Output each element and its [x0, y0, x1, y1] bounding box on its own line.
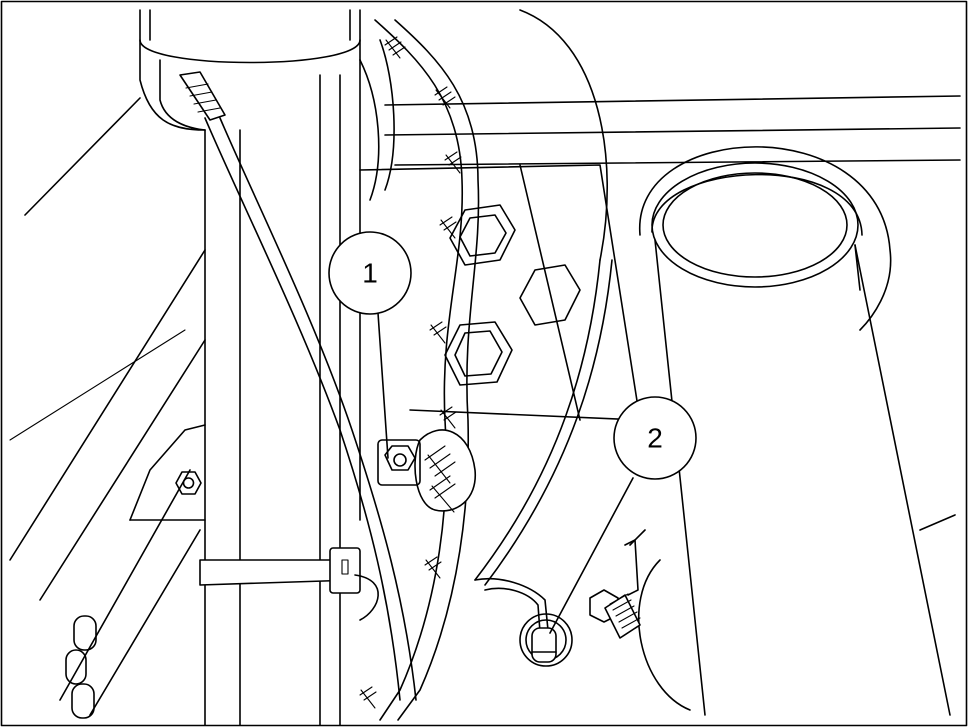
braided-wire — [359, 19, 480, 721]
background-frame-left — [9, 97, 206, 716]
callout-2-circle — [613, 396, 697, 480]
callout-1-circle — [328, 231, 412, 315]
chain — [65, 615, 97, 719]
threaded-fitting — [589, 529, 646, 639]
ground-nut-1 — [377, 439, 421, 486]
callout-2-label: 2 — [647, 423, 663, 454]
cable-tie — [199, 547, 379, 621]
hex-bolt-lower — [444, 321, 513, 386]
callout-2-leader — [549, 477, 634, 634]
vertical-post — [139, 9, 361, 726]
sensor-cable-left — [179, 71, 417, 701]
callout-1: 1 — [328, 231, 412, 459]
diagonal-tube — [638, 146, 956, 716]
hex-bolt-middle — [519, 264, 581, 326]
ground-stud-2 — [519, 613, 573, 667]
ground-wire-right — [474, 259, 613, 633]
callout-2: 2 — [549, 396, 697, 634]
callout-1-leader — [377, 312, 389, 459]
top-frame-rail — [384, 9, 961, 261]
callout-1-label: 1 — [362, 258, 378, 289]
hex-nut-left — [175, 471, 202, 495]
